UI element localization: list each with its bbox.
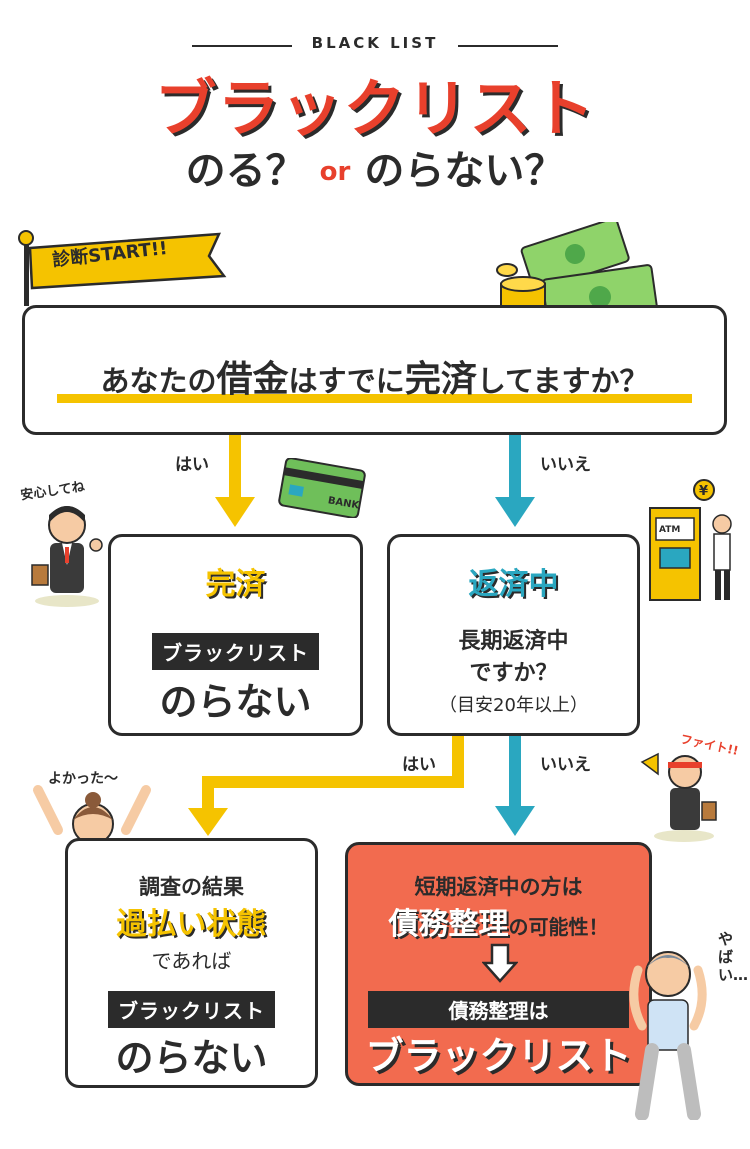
businessman-megaphone-icon: [640, 752, 717, 842]
arrow-yes-2: [188, 736, 464, 836]
branch1-no-label: いいえ: [540, 455, 591, 475]
yen-symbol: ¥: [699, 484, 708, 499]
box-short-line2: 債務整理の可能性！: [348, 899, 649, 943]
start-flag-icon: [18, 230, 227, 306]
question-text: あなたの借金はすでに完済してますか？: [25, 350, 724, 402]
question-pre: あなたの: [100, 364, 217, 398]
branch2-yes-label: はい: [402, 755, 436, 775]
down-arrow-icon: [482, 943, 518, 983]
question-emph-paid: 完済: [404, 359, 477, 400]
box-overpay-tag: ブラックリスト: [108, 991, 275, 1028]
box-overpay: 調査の結果 過払い状態 であれば ブラックリスト のらない: [65, 838, 318, 1088]
subtitle: のる？ or のらない？: [0, 138, 750, 196]
branch2-no-label: いいえ: [540, 755, 591, 775]
box-paid-tag-wrap: ブラックリスト: [111, 633, 360, 670]
arrow-yes-1: [215, 435, 255, 527]
box-short-result: ブラックリスト: [365, 1034, 632, 1078]
box-paid-tag: ブラックリスト: [152, 633, 319, 670]
box-overpay-highlight: 過払い状態: [116, 907, 267, 942]
arrow-no-2: [495, 736, 535, 836]
speech-yabai: やばい…: [718, 930, 749, 984]
question-mid: はすでに: [288, 364, 405, 398]
bank-card-icon: BANK: [278, 458, 366, 518]
box-repaying-line3: （目安20年以上）: [439, 695, 588, 716]
box-short-line2-rest: の可能性！: [508, 915, 609, 939]
box-repaying-line2: ですか？: [469, 661, 558, 686]
box-paid: 完済 ブラックリスト のらない: [108, 534, 363, 736]
question-post: してますか？: [476, 364, 649, 398]
box-paid-result: のらない: [159, 680, 312, 724]
box-short-tag: 債務整理は: [368, 991, 629, 1028]
businessman-ok-icon: [31, 506, 103, 607]
box-repaying: 返済中 長期返済中 ですか？ （目安20年以上）: [387, 534, 640, 736]
speech-glad: よかった〜: [48, 771, 118, 787]
question-underline: [57, 394, 692, 403]
atm-machine-icon: ATM ¥: [649, 479, 732, 601]
kicker-line-left: [192, 45, 292, 47]
arrow-no-1: [495, 435, 535, 527]
question-box: あなたの借金はすでに完済してますか？: [22, 305, 727, 435]
page-title: ブラックリスト: [154, 72, 596, 145]
box-repaying-line1: 長期返済中: [458, 629, 569, 654]
box-short-highlight: 債務整理: [388, 907, 509, 942]
branch1-yes-label: はい: [175, 455, 209, 475]
atm-label: ATM: [659, 525, 680, 535]
box-overpay-tag-wrap: ブラックリスト: [68, 991, 315, 1028]
subtitle-left: のる？: [185, 148, 306, 194]
subtitle-right: のらない？: [364, 148, 565, 194]
businessman-panic-icon: [629, 951, 707, 1120]
box-overpay-result: のらない: [115, 1036, 268, 1080]
box-repaying-heading: 返済中: [468, 567, 559, 602]
box-paid-heading: 完済: [205, 567, 266, 602]
box-short: 短期返済中の方は 債務整理の可能性！ 債務整理は ブラックリスト: [345, 842, 652, 1086]
question-emph-debt: 借金: [216, 359, 289, 400]
box-overpay-line3: であれば: [151, 949, 232, 973]
box-short-line1: 短期返済中の方は: [414, 875, 583, 899]
kicker-line-right: [458, 45, 558, 47]
subtitle-or: or: [319, 157, 351, 187]
box-overpay-line1: 調査の結果: [139, 875, 244, 899]
kicker: BLACK LIST: [311, 34, 439, 52]
